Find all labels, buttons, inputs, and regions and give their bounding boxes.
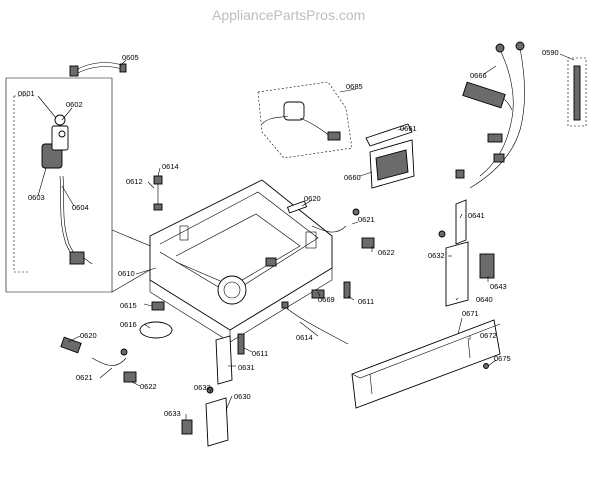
callout-0672: 0672	[480, 331, 497, 340]
callout-0669: 0669	[318, 295, 335, 304]
callout-0660: 0660	[344, 173, 361, 182]
callout-0671: 0671	[462, 309, 479, 318]
leader-lines	[37, 53, 575, 420]
callout-0615: 0615	[120, 301, 137, 310]
callout-0605: 0605	[122, 53, 139, 62]
callout-0612: 0612	[126, 177, 143, 186]
callout-labels: 0605 0601 0602 0603 0604 0685 0666 0590 …	[18, 48, 559, 418]
part-0666-harness	[455, 41, 525, 189]
callout-0611-lower: 0611	[252, 349, 268, 358]
part-0612-0614	[153, 175, 163, 211]
callout-0602: 0602	[66, 100, 83, 109]
callout-0643: 0643	[490, 282, 507, 291]
watermark: AppliancePartsPros.com	[212, 7, 365, 23]
part-0615-0616	[139, 301, 173, 339]
callout-0631: 0631	[238, 363, 255, 372]
part-0614-cable	[281, 301, 349, 345]
callout-0622-left: 0622	[140, 382, 157, 391]
callout-0675: 0675	[494, 354, 511, 363]
callout-0621-left: 0621	[76, 373, 93, 382]
callout-0601: 0601	[18, 89, 35, 98]
part-0669-0611	[311, 281, 351, 299]
callout-0661: 0661	[400, 124, 417, 133]
part-0672-kickplate	[351, 319, 501, 409]
callout-0603: 0603	[28, 193, 45, 202]
callout-0632-lower: 0632	[194, 383, 211, 392]
callout-0610: 0610	[118, 269, 135, 278]
callout-0630: 0630	[234, 392, 251, 401]
part-0605-hose	[69, 62, 127, 77]
callout-0632-right: 0632	[428, 251, 445, 260]
callout-0620-left: 0620	[80, 331, 97, 340]
part-0630-hinge-lower	[181, 386, 229, 447]
callout-0633: 0633	[164, 409, 181, 418]
callout-0590: 0590	[542, 48, 559, 57]
callout-0620-right: 0620	[304, 194, 321, 203]
part-0590	[567, 57, 587, 127]
callout-0666: 0666	[470, 71, 487, 80]
callout-0614-lower: 0614	[296, 333, 313, 342]
callout-0641: 0641	[468, 211, 485, 220]
part-0640-hinge-right	[438, 199, 495, 307]
part-0631-hinge-left	[215, 333, 245, 385]
callout-0685: 0685	[346, 82, 363, 91]
callout-0622-right: 0622	[378, 248, 395, 257]
part-0620-0621-0622-left	[60, 336, 137, 383]
part-0661-0660-panels	[365, 123, 415, 189]
callout-0614-upper: 0614	[162, 162, 179, 171]
part-0685-harness	[257, 81, 353, 159]
inset-box-0601	[5, 77, 161, 293]
callout-0604: 0604	[72, 203, 89, 212]
callout-0621-right: 0621	[358, 215, 375, 224]
callout-0640: 0640	[476, 295, 493, 304]
callout-0616: 0616	[120, 320, 137, 329]
callout-0611-right: 0611	[358, 297, 374, 306]
